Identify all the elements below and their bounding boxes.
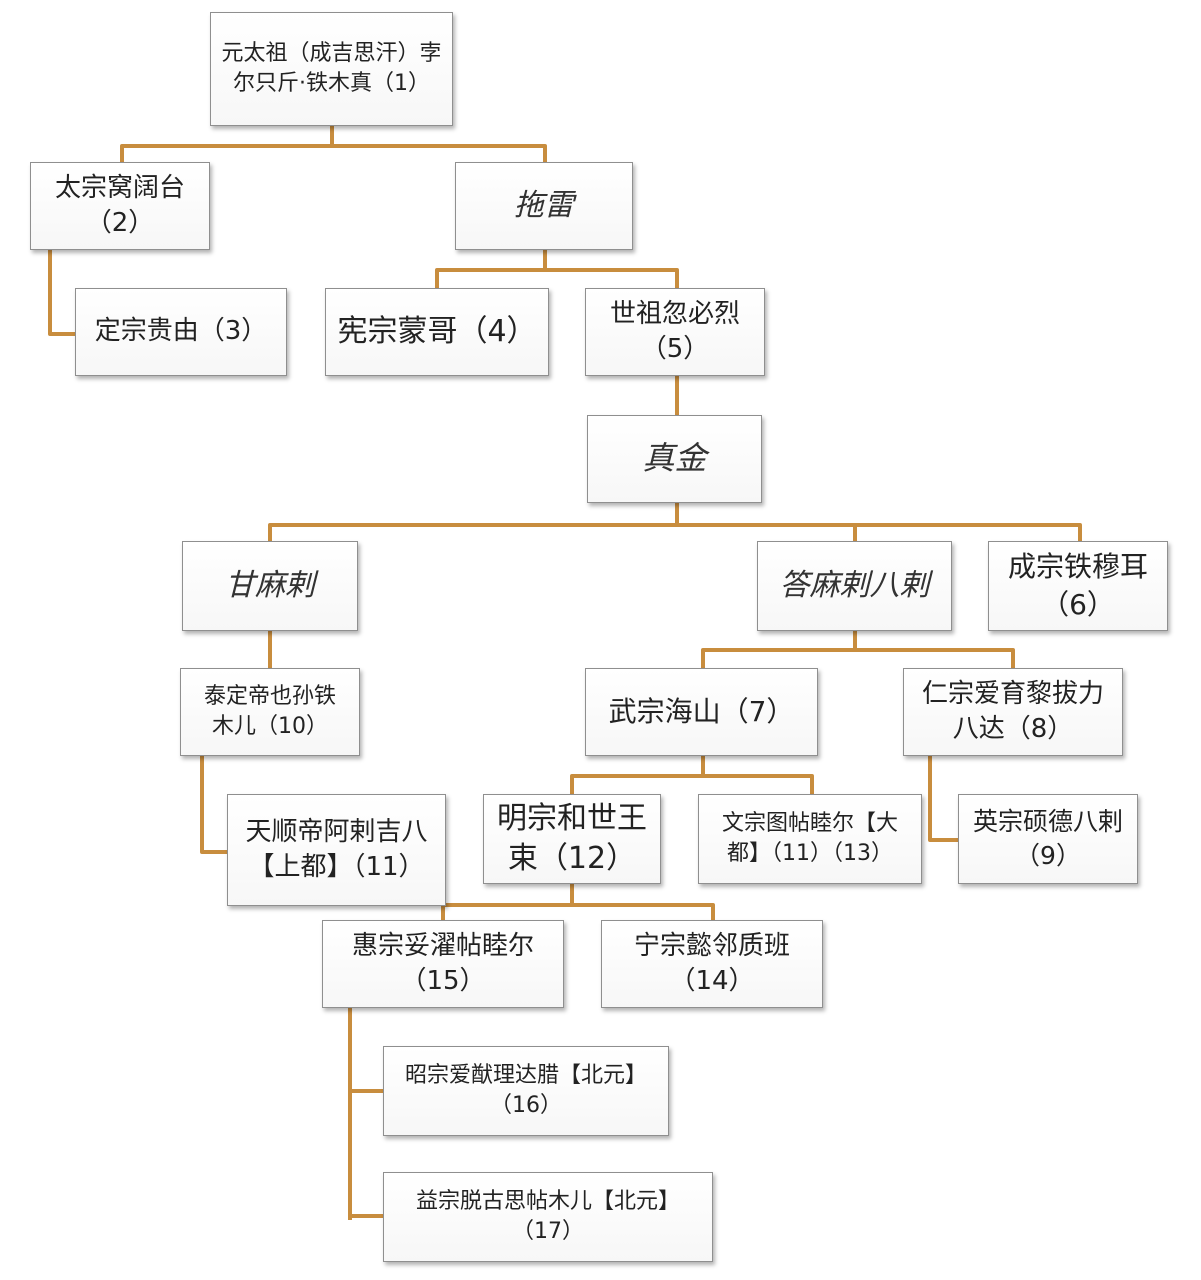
connector-line <box>855 523 1082 541</box>
connector-line <box>855 648 1015 668</box>
node-yesun: 泰定帝也孙铁木儿（10） <box>180 668 360 756</box>
node-shidebala: 英宗硕德八剌（9） <box>958 794 1138 884</box>
node-ayurbarwada: 仁宗爱育黎拔力八达（8） <box>903 668 1123 756</box>
connector-line <box>435 250 547 288</box>
connector-line <box>120 126 334 162</box>
connector-line <box>677 523 857 541</box>
node-ogedei: 太宗窝阔台（2） <box>30 162 210 250</box>
node-guyuk: 定宗贵由（3） <box>75 288 287 376</box>
node-zhenjin: 真金 <box>587 415 762 503</box>
connector-line <box>703 774 814 794</box>
node-tugh-temur: 文宗图帖睦尔【大都】（11）（13） <box>698 794 922 884</box>
connector-line <box>545 268 679 288</box>
node-khaishan: 武宗海山（7） <box>585 668 818 756</box>
connector-line <box>701 631 857 668</box>
connector-line <box>268 503 679 541</box>
node-toghon: 惠宗妥濯帖睦尔（15） <box>322 920 564 1008</box>
node-ragibagh: 天顺帝阿剌吉八【上都】（11） <box>227 794 446 906</box>
node-darmabala: 答麻剌八剌 <box>757 541 952 631</box>
node-tolui: 拖雷 <box>455 162 633 250</box>
node-kusala: 明宗和世王束（12） <box>483 794 661 884</box>
node-ayushiridara: 昭宗爱猷理达腊【北元】（16） <box>383 1046 669 1136</box>
node-togus: 益宗脱古思帖木儿【北元】（17） <box>383 1172 713 1262</box>
connector-line <box>572 903 715 920</box>
connector-line <box>332 144 547 162</box>
node-temur: 成宗铁穆耳（6） <box>988 541 1168 631</box>
connector-line <box>441 884 574 920</box>
connector-line <box>48 250 75 336</box>
node-genghis: 元太祖（成吉思汗）孛尔只斤·铁木真（1） <box>210 12 453 126</box>
connector-line <box>200 756 227 854</box>
node-gammala: 甘麻剌 <box>182 541 358 631</box>
node-kublai: 世祖忽必烈（5） <box>585 288 765 376</box>
connector-line <box>928 756 958 842</box>
connector-line <box>570 756 705 794</box>
node-rinchinbal: 宁宗懿邻质班（14） <box>601 920 823 1008</box>
node-mongke: 宪宗蒙哥（4） <box>325 288 549 376</box>
